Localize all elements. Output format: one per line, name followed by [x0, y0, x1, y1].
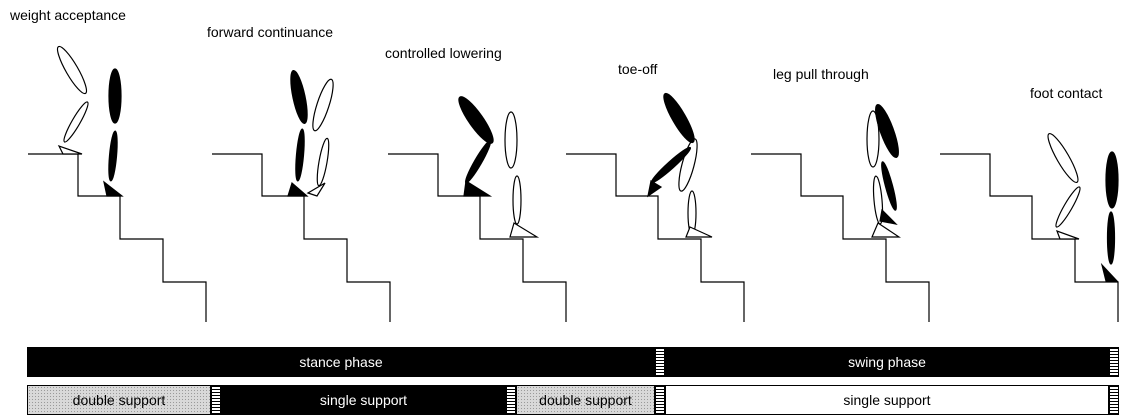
trailing-leg	[504, 111, 540, 238]
stairs	[939, 153, 1119, 323]
label-leg-pull-through: leg pull through	[773, 66, 869, 82]
stairs	[387, 153, 567, 323]
stairs	[750, 153, 930, 323]
label-weight-acceptance: weight acceptance	[10, 7, 126, 23]
leading-leg	[647, 92, 695, 198]
panel-weight-acceptance	[27, 153, 207, 323]
trailing-leg	[678, 138, 713, 238]
single-support-bar-1: single support	[221, 385, 506, 415]
double-support-bar-1: double support	[27, 385, 211, 415]
panel-controlled-lowering	[387, 153, 567, 323]
single-support-bar-2: single support	[665, 385, 1109, 415]
panel-forward-continuance	[211, 153, 391, 323]
stairs	[27, 153, 207, 323]
leading-leg	[1100, 151, 1119, 282]
stairs	[211, 153, 391, 323]
label-forward-continuance: forward continuance	[207, 24, 334, 40]
swing-phase-bar: swing phase	[665, 347, 1109, 377]
leading-leg	[875, 103, 899, 225]
double-support-label-2: double support	[539, 392, 632, 408]
swing-end-marker	[1109, 347, 1119, 377]
panel-foot-contact	[939, 153, 1119, 323]
trailing-leg	[306, 78, 334, 197]
trailing-leg	[56, 45, 89, 155]
swing-phase-label: swing phase	[848, 354, 926, 370]
trailing-leg	[866, 110, 901, 238]
leading-leg	[458, 96, 494, 197]
support-transition-3	[655, 385, 665, 415]
double-support-label-1: double support	[72, 392, 166, 408]
stance-phase-label: stance phase	[299, 354, 383, 370]
double-support-bar-2: double support	[516, 385, 655, 415]
label-foot-contact: foot contact	[1030, 85, 1103, 101]
stair-descent-illustration	[27, 45, 1119, 323]
leading-leg	[287, 69, 309, 197]
single-support-label-1: single support	[319, 392, 408, 408]
support-transition-2	[506, 385, 516, 415]
support-end-marker	[1109, 385, 1119, 415]
label-controlled-lowering: controlled lowering	[385, 45, 502, 61]
leading-leg	[103, 68, 124, 197]
stance-swing-transition	[655, 347, 665, 377]
support-transition-1	[211, 385, 221, 415]
panel-leg-pull-through	[750, 153, 930, 323]
single-support-label-2: single support	[843, 392, 931, 408]
label-toe-off: toe-off	[618, 61, 658, 77]
stance-phase-bar: stance phase	[27, 347, 655, 377]
trailing-leg	[1047, 132, 1081, 240]
